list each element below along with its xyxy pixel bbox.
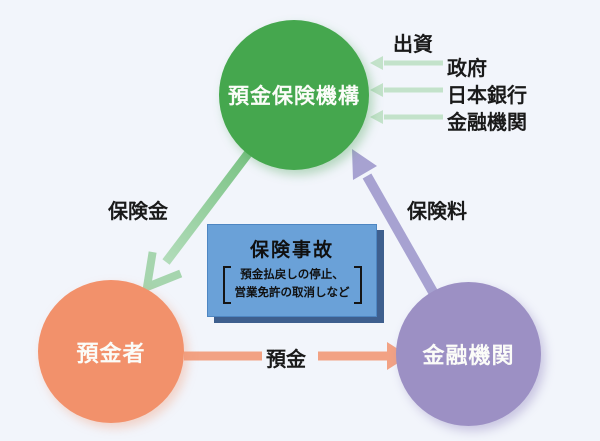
funding-source-bank-of-japan: 日本銀行: [447, 85, 527, 107]
node-depositor-label: 預金者: [76, 340, 146, 366]
payout-arrow-label: 保険金: [108, 201, 168, 223]
funding-arrow-govt-head: [370, 56, 383, 70]
node-financial-institution-label: 金融機関: [422, 343, 515, 368]
insurance-event-detail-line1: 預金払戻しの停止、: [240, 269, 344, 281]
insurance-event-title: 保険事故: [249, 240, 334, 261]
funding-source-financial-institutions: 金融機関: [447, 112, 527, 134]
premium-arrow-label: 保険料: [407, 201, 467, 223]
node-financial-institution: 金融機関: [396, 282, 541, 426]
node-deposit-insurance-corporation: 預金保険機構: [219, 20, 369, 170]
insurance-event-detail-text: 預金払戻しの停止、 営業免許の取消しなど: [231, 266, 354, 304]
node-depositor: 預金者: [38, 280, 184, 423]
insurance-event-box: 保険事故 預金払戻しの停止、 営業免許の取消しなど: [207, 224, 377, 317]
funding-arrow-banks-head: [370, 110, 383, 124]
funding-source-government: 政府: [447, 58, 487, 80]
insurance-event-detail: 預金払戻しの停止、 営業免許の取消しなど: [208, 266, 376, 304]
premium-arrow-head: [352, 149, 377, 180]
right-bracket: [353, 266, 362, 304]
funding-heading: 出資: [393, 34, 433, 56]
deposit-arrow-label: 預金: [266, 349, 306, 371]
node-deposit-insurance-corporation-label: 預金保険機構: [228, 85, 360, 108]
payout-arrow-head: [141, 251, 183, 294]
insurance-event-detail-line2: 営業免許の取消しなど: [234, 286, 350, 299]
left-bracket: [222, 266, 231, 304]
funding-arrow-boj-head: [370, 83, 383, 97]
